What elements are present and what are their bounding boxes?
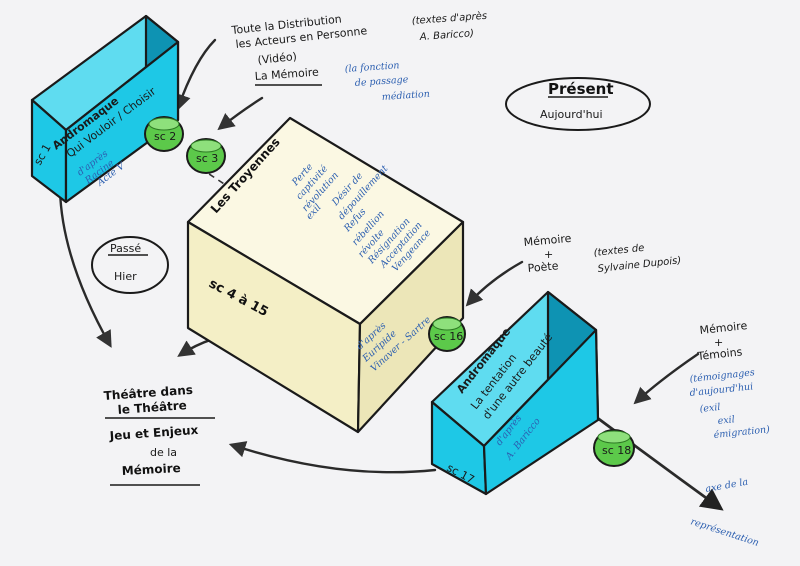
note-temoignages-l4: exil	[717, 414, 735, 427]
note-dupois-l1: (textes de	[593, 243, 645, 259]
present-oval	[505, 77, 651, 131]
node-sc18	[593, 429, 635, 467]
arrow-temoins-to-sc18	[633, 352, 700, 405]
arrow-distribution-to-sc2	[174, 38, 217, 112]
present-title: Présent	[548, 80, 614, 98]
note-temoins-l1: Mémoire	[699, 319, 748, 337]
theatre-l5: Mémoire	[121, 461, 181, 478]
theatre-l4: de la	[150, 446, 177, 459]
arrow-poete-to-sc16	[465, 260, 524, 307]
note-memoire-top: La Mémoire	[254, 66, 319, 83]
arrow-right-box-to-theatre	[228, 441, 437, 474]
note-baricco-l2: A. Baricco)	[418, 28, 474, 43]
note-temoins-l3: Témoins	[696, 345, 743, 363]
note-temoignages-l3: (exil	[699, 402, 721, 415]
present-subtitle: Aujourd'hui	[540, 108, 603, 121]
node-sc3	[186, 138, 226, 174]
note-baricco-l1: (textes d'après	[411, 10, 487, 27]
note-poete-l1: Mémoire	[523, 232, 572, 249]
underlines	[105, 84, 608, 486]
node-sc2	[144, 116, 184, 152]
node-sc16-label: sc 16	[434, 330, 463, 343]
node-sc18-label: sc 18	[602, 444, 631, 457]
box-troyennes	[186, 116, 465, 434]
node-sc2-label: sc 2	[154, 130, 176, 143]
theatre-l2: le Théâtre	[117, 398, 187, 417]
note-poete-l2: +	[544, 248, 553, 261]
box-andromaque-racine	[30, 14, 180, 204]
passe-title: Passé	[110, 242, 141, 255]
note-temoins-l2: +	[714, 336, 723, 349]
note-poete-l3: Poète	[527, 259, 559, 275]
note-distribution-l3: (Vidéo)	[257, 50, 298, 67]
passe-oval	[91, 236, 169, 294]
theatre-l3: Jeu et Enjeux	[108, 423, 199, 443]
box-andromaque-baricco	[430, 290, 600, 496]
note-fonction-l1: (la fonction	[344, 60, 399, 75]
arrow-memoire-to-sc3	[217, 96, 264, 131]
theatre-l1: Théâtre dans	[103, 383, 193, 403]
note-fonction-l2: de passage	[354, 74, 409, 89]
node-sc3-label: sc 3	[196, 152, 218, 165]
node-sc16	[428, 316, 466, 352]
note-fonction-l3: médiation	[381, 89, 430, 103]
passe-subtitle: Hier	[114, 270, 137, 283]
arrow-left-box-to-theatre	[58, 188, 112, 348]
